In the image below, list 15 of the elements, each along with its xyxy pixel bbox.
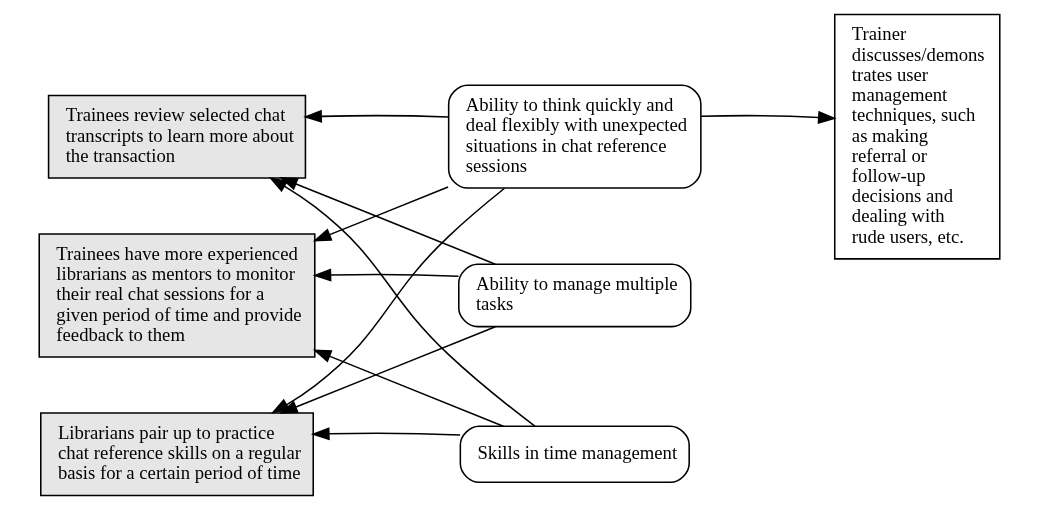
arrow xyxy=(312,186,449,242)
node-box: Ability to manage multiple tasks xyxy=(458,263,692,328)
node-box: Trainees review selected chat transcripts to learn more about the transaction xyxy=(47,94,307,179)
node-box: Librarians pair up to practice chat reference skills on a regular basis for a certain period of time xyxy=(40,412,314,497)
arrow xyxy=(279,326,497,414)
arrow xyxy=(310,427,461,441)
arrow xyxy=(312,349,505,427)
arrow xyxy=(303,109,450,123)
node-box: Trainer discusses/demons trates user management techniques, such as making referral or follow-up decisions and dealing with rude users, etc. xyxy=(833,13,1001,260)
node-box: Skills in time management xyxy=(459,425,690,484)
arrow xyxy=(700,110,837,124)
arrow xyxy=(279,177,497,265)
node-box: Ability to think quickly and deal flexibly with unexpected situations in chat reference sessions xyxy=(447,84,702,189)
node-box: Trainees have more experienced librarians as mentors to monitor their real chat sessions for a given period of time and provide feedback to them xyxy=(38,233,316,358)
arrow xyxy=(312,268,460,282)
